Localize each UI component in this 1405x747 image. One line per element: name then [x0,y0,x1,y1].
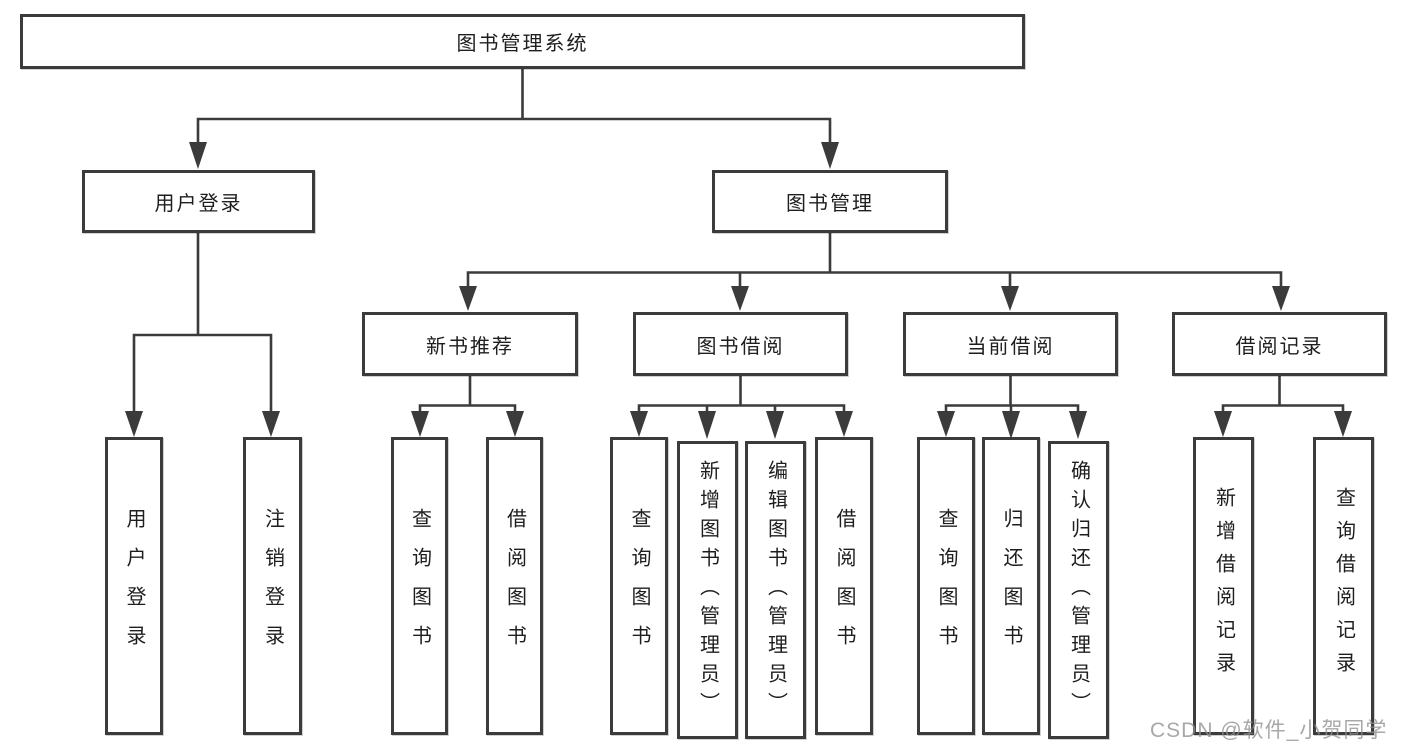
node-label: 用户登录 [154,193,243,215]
leaf-label: 新增借阅记录 [1212,487,1235,685]
arrow-down-icon [1069,411,1087,439]
leaf-query-books-recommend: 查询图书 [391,437,448,735]
node-book-management: 图书管理 [712,170,948,233]
arrow-down-icon [1002,411,1020,439]
leaf-label: 查询图书 [408,508,431,664]
leaf-label: 新增图书（管理员） [696,459,719,721]
node-book-borrowing: 图书借阅 [633,312,848,376]
watermark: CSDN @软件_小贺同学 [1150,719,1388,742]
leaf-label: 查询借阅记录 [1332,487,1355,685]
arrow-down-icon [189,142,207,169]
leaf-edit-book-admin: 编辑图书（管理员） [745,441,806,739]
arrow-down-icon [1001,286,1019,311]
node-root: 图书管理系统 [20,14,1025,69]
arrow-down-icon [821,142,839,169]
leaf-logout: 注销登录 [243,437,302,735]
leaf-label: 确认归还（管理员） [1067,459,1090,721]
leaf-confirm-return-admin: 确认归还（管理员） [1048,441,1109,739]
arrow-down-icon [698,411,716,439]
arrow-down-icon [630,411,648,437]
node-label: 当前借阅 [966,335,1055,358]
leaf-query-borrow-record: 查询借阅记录 [1313,437,1374,735]
arrow-down-icon [125,411,143,437]
node-current-borrowing: 当前借阅 [903,312,1118,376]
node-new-book-recommend: 新书推荐 [362,312,578,376]
node-borrowing-records: 借阅记录 [1172,312,1387,376]
leaf-label: 注销登录 [261,508,284,664]
node-label: 图书管理 [786,193,874,215]
leaf-borrow-books-borrowing: 借阅图书 [815,437,873,735]
arrow-down-icon [835,411,853,437]
leaf-label: 查询图书 [935,508,957,664]
leaf-label: 借阅图书 [833,508,855,664]
node-label: 图书管理系统 [456,33,589,55]
leaf-label: 借阅图书 [503,508,526,664]
node-label: 新书推荐 [426,335,514,358]
arrow-down-icon [766,411,784,439]
leaf-label: 用户登录 [123,508,145,664]
leaf-user-login: 用户登录 [105,437,163,735]
node-user-login-branch: 用户登录 [82,170,315,233]
leaf-query-books-borrowing: 查询图书 [610,437,668,735]
node-label: 图书借阅 [696,335,785,358]
leaf-label: 查询图书 [628,508,650,664]
arrow-down-icon [1334,411,1352,437]
leaf-label: 归还图书 [1000,508,1022,664]
leaf-return-books: 归还图书 [982,437,1040,735]
arrow-down-icon [731,286,749,311]
arrow-down-icon [262,411,280,437]
node-label: 借阅记录 [1235,335,1324,358]
leaf-add-borrow-record: 新增借阅记录 [1193,437,1254,735]
arrow-down-icon [459,286,477,311]
arrow-down-icon [937,411,955,437]
leaf-borrow-books-recommend: 借阅图书 [486,437,543,735]
leaf-query-books-current: 查询图书 [917,437,975,735]
arrow-down-icon [411,411,429,437]
arrow-down-icon [506,411,524,437]
arrow-down-icon [1272,286,1290,311]
leaf-add-book-admin: 新增图书（管理员） [677,441,738,739]
leaf-label: 编辑图书（管理员） [764,459,787,721]
arrow-down-icon [1214,411,1232,437]
